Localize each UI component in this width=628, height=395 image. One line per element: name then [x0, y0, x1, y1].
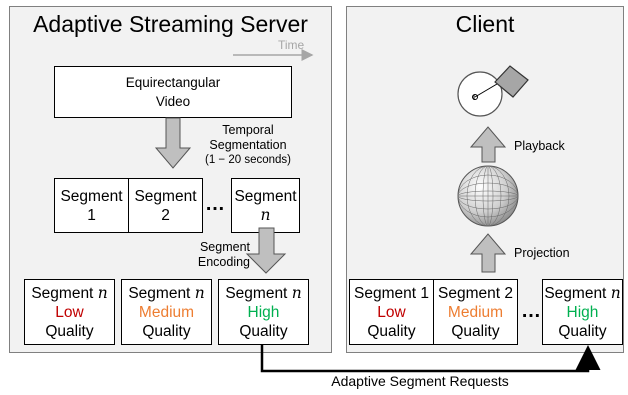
quality-word: Quality [142, 322, 191, 340]
temporal-line3: (1 − 20 seconds) [205, 154, 291, 166]
segment-number: 2 [161, 206, 170, 224]
segment-number: 1 [87, 206, 96, 224]
adaptive-requests-label: Adaptive Segment Requests [331, 373, 509, 389]
client-segment-1: Segment 1 Low Quality [349, 279, 434, 345]
projection-arrow [469, 233, 507, 273]
playback-arrow [469, 126, 507, 163]
client-segment-label: Segment 1 [354, 284, 429, 302]
segment-encoding-arrow [245, 227, 287, 274]
time-label: Time [278, 38, 305, 52]
temporal-segmentation-arrow [154, 117, 192, 169]
quality-segment-label: Segment n [225, 283, 302, 302]
quality-box-low: Segment n Low Quality [24, 279, 115, 345]
temporal-segmentation-label: Temporal Segmentation (1 − 20 seconds) [198, 123, 298, 168]
server-segment-1: Segment 1 [54, 178, 129, 233]
quality-level-low: Low [55, 303, 84, 321]
server-title: Adaptive Streaming Server [33, 11, 308, 37]
client-ellipsis: … [521, 300, 542, 322]
quality-word: Quality [451, 322, 500, 340]
client-segment-label: Segment 2 [438, 284, 513, 302]
quality-segment-label: Segment n [31, 283, 108, 302]
quality-word: Quality [239, 322, 288, 340]
client-segment-label: Segment n [544, 283, 621, 302]
client-segment-2: Segment 2 Medium Quality [433, 279, 518, 345]
quality-level-high: High [247, 303, 280, 321]
server-segment-2: Segment 2 [128, 178, 203, 233]
quality-box-medium: Segment n Medium Quality [121, 279, 212, 345]
server-segment-n: Segment n [231, 178, 300, 233]
encoding-line2: Encoding [197, 255, 250, 269]
quality-word: Quality [45, 322, 94, 340]
client-title: Client [455, 11, 515, 37]
projection-label: Projection [514, 246, 570, 260]
temporal-line2: Segmentation [209, 138, 287, 152]
adaptive-requests-arrow [260, 345, 601, 373]
segment-label: Segment [134, 187, 197, 205]
client-segment-n: Segment n High Quality [542, 279, 623, 345]
client-level-high: High [566, 303, 599, 321]
quality-level-medium: Medium [138, 303, 195, 321]
segment-number: n [260, 205, 271, 224]
client-level-low: Low [377, 303, 406, 321]
quality-word: Quality [367, 322, 416, 340]
projection-sphere-icon [457, 165, 519, 227]
segment-label: Segment [60, 187, 123, 205]
video-line2: Video [155, 94, 191, 109]
temporal-line1: Temporal [222, 123, 274, 137]
video-line1: Equirectangular [125, 75, 221, 90]
quality-box-high: Segment n High Quality [218, 279, 309, 345]
playback-label: Playback [514, 139, 565, 153]
encoding-line1: Segment [199, 240, 250, 254]
viewport-playback-icon [457, 65, 529, 117]
segment-label: Segment [234, 187, 297, 205]
server-ellipsis: … [205, 193, 226, 215]
client-level-medium: Medium [447, 303, 504, 321]
segment-encoding-label: Segment Encoding [186, 240, 250, 270]
quality-word: Quality [558, 322, 607, 340]
quality-segment-label: Segment n [128, 283, 205, 302]
